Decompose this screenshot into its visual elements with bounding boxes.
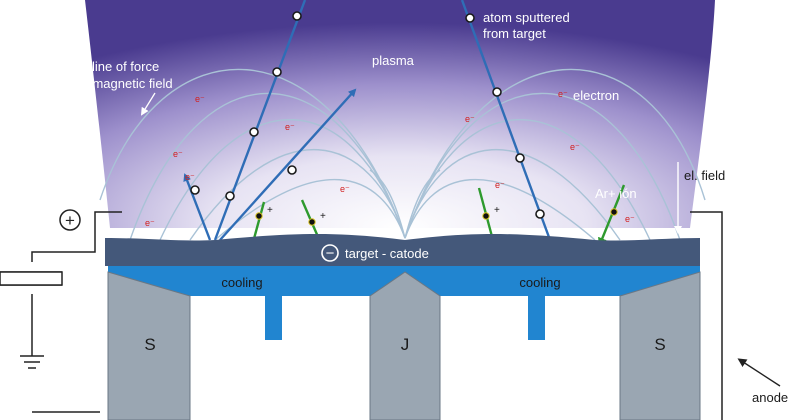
atom-sputtered-label-line2: from target [483, 26, 546, 41]
electron-label: electron [573, 88, 619, 103]
electron-4: e⁻ [185, 172, 195, 182]
sputtered-atoms [190, 11, 545, 219]
electron-3: e⁻ [285, 122, 295, 132]
line-of-force-label-line1: line of force [92, 59, 159, 74]
magnet-left-label: S [144, 335, 155, 354]
atom-sputtered-label-line1: atom sputtered [483, 10, 570, 25]
argon-ion-label: Ar+ ión [595, 186, 637, 201]
electron-8: e⁻ [495, 180, 505, 190]
ion-charge-2: + [320, 211, 326, 222]
magnet-right-s [619, 271, 701, 420]
plasma-region [85, 0, 715, 228]
electron-1: e⁻ [195, 94, 205, 104]
argon-ions [255, 208, 618, 226]
anode-pointer [737, 358, 781, 387]
minus-circle-icon [321, 244, 339, 262]
magnet-right-label: S [654, 335, 665, 354]
capacitor-plate [0, 271, 63, 286]
ion-charge-labels: + + + [267, 205, 500, 222]
target-catode [105, 234, 700, 266]
plus-circle-icon [59, 209, 81, 231]
cooling-right-label: cooling [519, 275, 560, 290]
plasma-label: plasma [372, 53, 415, 68]
electron-9: e⁻ [558, 89, 568, 99]
cooling-left-label: cooling [221, 275, 262, 290]
minus-sign: − [326, 245, 335, 262]
line-of-force-label-line2: of magnetic field [78, 76, 173, 91]
electrons: e⁻ e⁻ e⁻ e⁻ e⁻ e⁻ e⁻ e⁻ e⁻ e⁻ e⁻ [145, 89, 635, 228]
electron-10: e⁻ [570, 142, 580, 152]
electron-11: e⁻ [625, 214, 635, 224]
line-of-force-pointer [140, 92, 156, 116]
magnet-left-s [107, 271, 191, 420]
electron-5: e⁻ [340, 184, 350, 194]
electron-2: e⁻ [173, 149, 183, 159]
electron-7: e⁻ [465, 114, 475, 124]
el-field-label: el. field [684, 168, 725, 183]
plus-sign: + [65, 211, 75, 230]
magnet-center-label: J [401, 335, 410, 354]
target-catode-label: target - catode [345, 246, 429, 261]
ion-charge-3: + [494, 205, 500, 216]
electron-6: e⁻ [145, 218, 155, 228]
magnet-center-j [369, 271, 441, 420]
ion-charge-1: + [267, 205, 273, 216]
cooling-channel [108, 266, 700, 340]
anode-label: anode [752, 390, 788, 405]
